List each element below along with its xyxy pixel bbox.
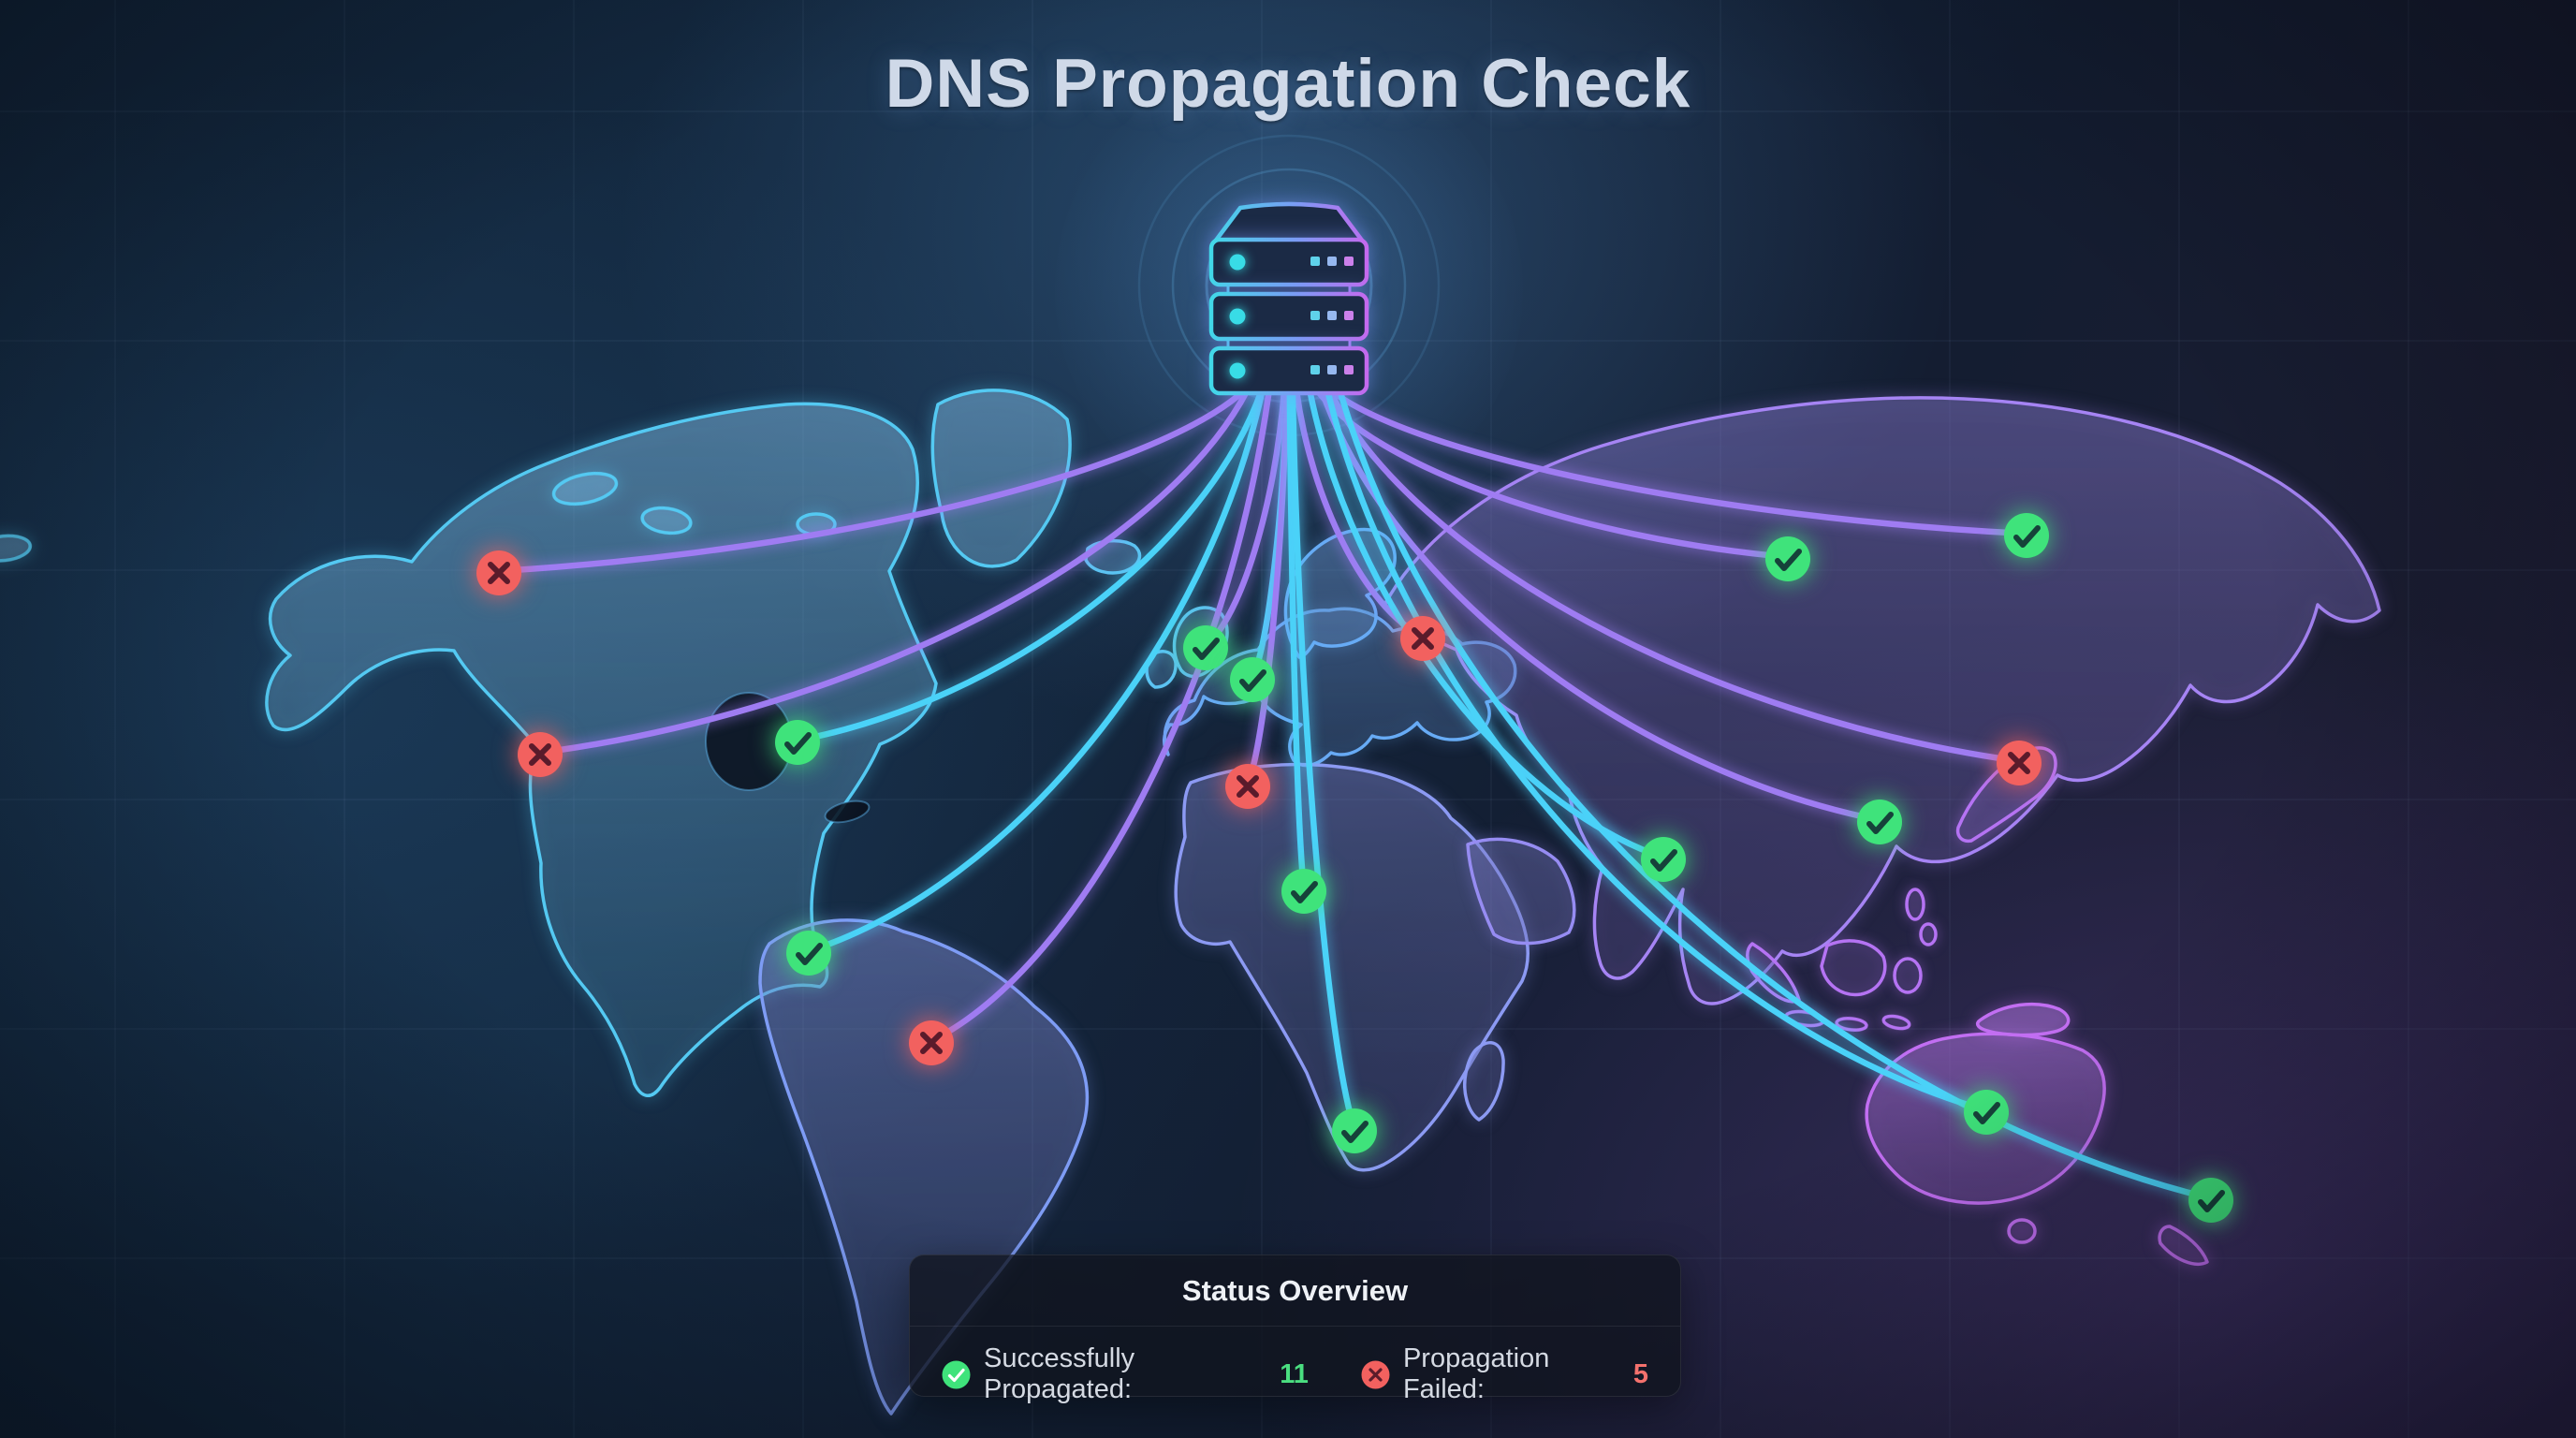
legend-success-label: Successfully Propagated: (984, 1343, 1135, 1404)
marker-united-kingdom-check-icon[interactable] (1183, 625, 1228, 670)
server-tier-1 (1208, 237, 1369, 287)
page-title: DNS Propagation Check (885, 46, 1691, 122)
status-overview-title: Status Overview (1181, 1274, 1409, 1307)
marker-central-europe-check-icon[interactable] (1230, 657, 1275, 702)
marker-australia-check-icon[interactable] (1964, 1090, 2009, 1135)
legend-failed: Propagation Failed: 5 (1361, 1343, 1648, 1405)
marker-brazil-x-icon[interactable] (909, 1020, 954, 1065)
island-tasmania (2007, 1218, 2037, 1244)
island-timor (1881, 1014, 1911, 1031)
server-port-icon (1310, 311, 1320, 320)
arctic-island (0, 534, 33, 563)
marker-south-america-north-check-icon[interactable] (786, 931, 831, 976)
marker-india-check-icon[interactable] (1641, 837, 1686, 882)
server-port-icon (1327, 257, 1337, 266)
island-philippines (1905, 888, 1925, 921)
server-top-cap (1212, 201, 1366, 244)
marker-eastern-europe-x-icon[interactable] (1400, 616, 1445, 661)
status-legend: Successfully Propagated: 11 Propagation … (910, 1343, 1680, 1405)
legend-success: Successfully Propagated: 11 (942, 1343, 1309, 1405)
server-led-icon (1229, 308, 1246, 325)
marker-central-africa-check-icon[interactable] (1281, 869, 1326, 914)
server-port-icon (1327, 365, 1337, 374)
server-tier-3 (1208, 345, 1369, 396)
marker-north-africa-x-icon[interactable] (1225, 764, 1270, 809)
legend-success-count: 11 (1280, 1358, 1309, 1389)
island-new-guinea (1975, 1002, 2071, 1037)
island-new-zealand-south (2158, 1225, 2209, 1266)
dns-server-icon (1208, 201, 1369, 396)
marker-eastern-us-check-icon[interactable] (775, 720, 820, 765)
server-port-icon (1310, 257, 1320, 266)
server-port-icon (1327, 311, 1337, 320)
status-overview-panel: Status Overview Successfully Propagated:… (909, 1255, 1681, 1404)
server-led-icon (1229, 254, 1246, 271)
legend-failed-label: Propagation Failed: (1402, 1343, 1550, 1404)
marker-california-x-icon[interactable] (518, 732, 563, 777)
marker-new-zealand-check-icon[interactable] (2188, 1178, 2233, 1223)
marker-south-africa-check-icon[interactable] (1332, 1108, 1377, 1153)
server-port-icon (1344, 311, 1354, 320)
success-check-icon (942, 1360, 971, 1389)
island-philippines-south (1919, 922, 1938, 946)
panel-divider (910, 1326, 1680, 1327)
marker-china-check-icon[interactable] (1857, 800, 1902, 844)
marker-western-russia-check-icon[interactable] (1765, 536, 1810, 581)
server-port-icon (1310, 365, 1320, 374)
island-sulawesi (1893, 957, 1923, 994)
island-iceland (1084, 539, 1142, 575)
server-tier-2 (1208, 291, 1369, 342)
server-led-icon (1229, 362, 1246, 379)
server-port-icon (1344, 365, 1354, 374)
marker-japan-x-icon[interactable] (1997, 741, 2042, 785)
server-port-icon (1344, 257, 1354, 266)
marker-eastern-russia-check-icon[interactable] (2004, 513, 2049, 558)
marker-pacific-northwest-x-icon[interactable] (476, 550, 521, 595)
legend-failed-count: 5 (1632, 1358, 1648, 1389)
island-borneo (1820, 939, 1887, 997)
fail-x-icon (1361, 1360, 1390, 1389)
